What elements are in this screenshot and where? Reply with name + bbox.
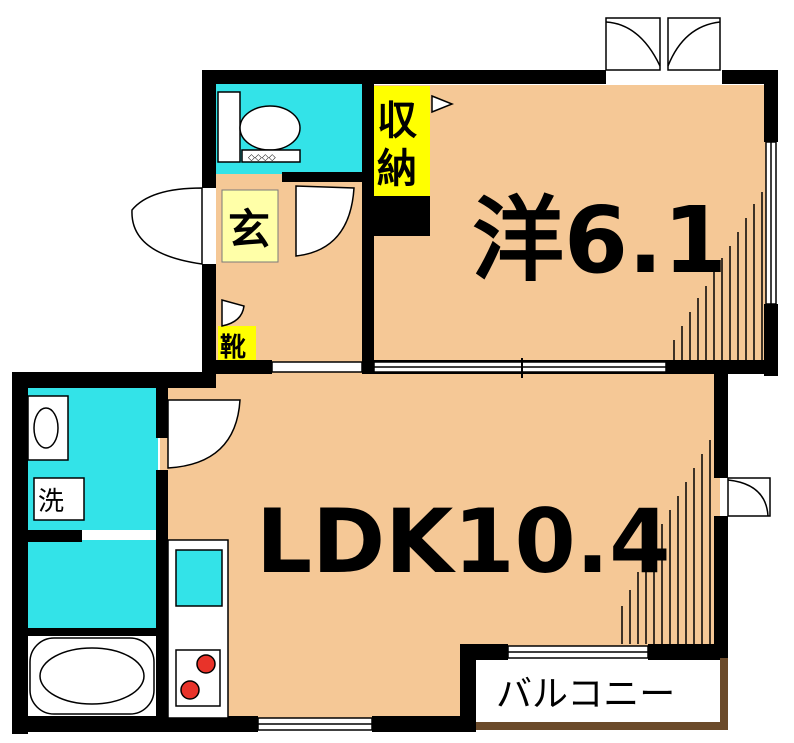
toilet-bowl bbox=[239, 105, 301, 151]
kitchen-sink bbox=[175, 549, 223, 607]
closet-hatch-western bbox=[673, 192, 763, 360]
stove-burner bbox=[180, 680, 200, 700]
ldk-label: LDK10.4 bbox=[256, 490, 670, 593]
walls bbox=[12, 70, 778, 734]
bathroom-floor bbox=[26, 540, 158, 630]
fixtures: ◇◇◇◇ bbox=[27, 91, 301, 719]
closet-hatch-ldk bbox=[621, 440, 711, 644]
doors bbox=[131, 17, 771, 517]
entrance-label: 玄 bbox=[228, 205, 270, 254]
washer-label: 洗 bbox=[38, 487, 64, 517]
svg-text:◇◇◇◇: ◇◇◇◇ bbox=[248, 153, 276, 163]
storage-label-top: 収 bbox=[377, 98, 417, 144]
ldk-right-door bbox=[727, 477, 771, 517]
western-room-label: 洋6.1 bbox=[472, 187, 727, 294]
top-door bbox=[605, 17, 661, 71]
balcony-label: バルコニー bbox=[496, 674, 675, 715]
stove-burner bbox=[196, 654, 216, 674]
shoe-cabinet bbox=[218, 326, 256, 362]
western-room-floor bbox=[374, 85, 766, 363]
washer-box bbox=[33, 477, 85, 521]
balcony-floor bbox=[474, 658, 722, 724]
storage-floor bbox=[374, 86, 430, 198]
toilet-tank bbox=[217, 91, 241, 163]
storage-label-bottom: 納 bbox=[377, 146, 417, 192]
windows bbox=[257, 141, 777, 731]
hall-door bbox=[295, 185, 355, 257]
entrance-floor bbox=[221, 189, 279, 263]
shoe-label: 靴 bbox=[220, 333, 246, 363]
sliding-door-hall bbox=[271, 361, 363, 373]
ldk-door bbox=[167, 399, 241, 469]
labels: 洋6.1 LDK10.4 玄 収 納 靴 洗 バルコニー bbox=[38, 98, 727, 715]
entrance-door bbox=[131, 187, 203, 265]
